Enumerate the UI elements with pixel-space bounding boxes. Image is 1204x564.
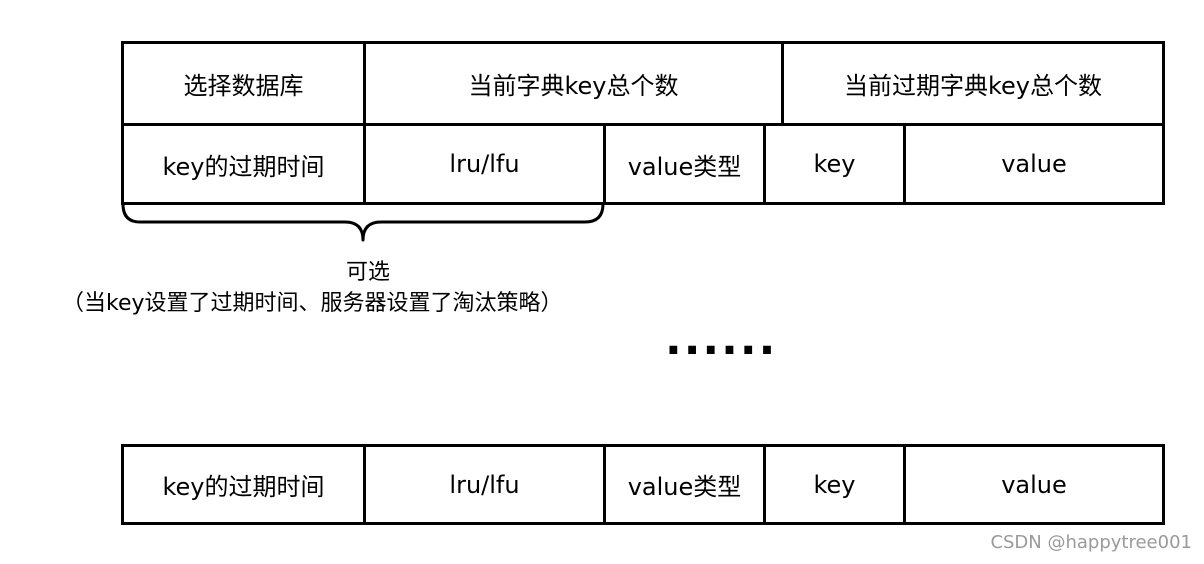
value-type-cell: value类型 xyxy=(603,444,766,525)
key-cell: key xyxy=(763,123,906,205)
db-select-cell: 选择数据库 xyxy=(121,41,366,126)
lru-lfu-cell: lru/lfu xyxy=(363,123,606,205)
expire-time-cell: key的过期时间 xyxy=(121,123,366,205)
optional-brace xyxy=(121,202,605,242)
key-cell: key xyxy=(763,444,906,525)
optional-detail: （当key设置了过期时间、服务器设置了淘汰策略） xyxy=(62,291,563,316)
lru-lfu-cell: lru/lfu xyxy=(363,444,606,525)
value-cell: value xyxy=(903,444,1165,525)
expire-dict-key-count-cell: 当前过期字典key总个数 xyxy=(781,41,1165,126)
expire-time-cell: key的过期时间 xyxy=(121,444,366,525)
value-type-cell: value类型 xyxy=(603,123,766,205)
optional-label: 可选 xyxy=(346,260,391,285)
dict-key-count-cell: 当前字典key总个数 xyxy=(363,41,784,126)
ellipsis: ...... xyxy=(665,314,778,365)
watermark: CSDN @happytree001 xyxy=(990,532,1192,553)
value-cell: value xyxy=(903,123,1165,205)
